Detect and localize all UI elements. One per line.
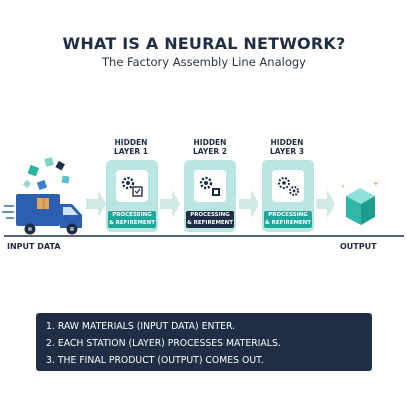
hidden-layer-2-station: PROCESSING& REFIREMENT [184,160,236,232]
step-3: 3. THE FINAL PRODUCT (OUTPUT) COMES OUT. [46,355,264,366]
layer-1-badge: PROCESSING& REFIREMENT [108,211,156,228]
layer-2-processing-icon [194,170,226,202]
flow-arrow-3 [239,190,259,218]
svg-text:✦: ✦ [341,184,345,190]
flow-arrow-1 [86,190,106,218]
page-title: WHAT IS A NEURAL NETWORK? [62,34,346,53]
hidden-layer-3-station: PROCESSING& REFIREMENT [262,160,314,232]
layer-1-processing-icon [116,170,148,202]
hidden-layer-1-station: PROCESSING& REFIREMENT [106,160,158,232]
layer-3-badge: PROCESSING& REFIREMENT [264,211,312,228]
raw-material-cubes-icon [22,157,70,191]
steps-panel: 1. RAW MATERIALS (INPUT DATA) ENTER. 2. … [36,313,372,371]
delivery-truck-icon [2,194,82,235]
flow-arrow-4 [316,190,335,218]
output-label: OUTPUT [340,242,377,251]
step-1: 1. RAW MATERIALS (INPUT DATA) ENTER. [46,321,236,332]
flow-arrows [86,190,335,218]
layer-3-processing-icon [272,170,304,202]
layer-2-badge: PROCESSING& REFIREMENT [186,211,234,228]
input-data-label: INPUT DATA [7,242,61,251]
step-2: 2. EACH STATION (LAYER) PROCESSES MATERI… [46,338,281,349]
svg-text:✦: ✦ [373,180,379,188]
page-subtitle: The Factory Assembly Line Analogy [102,55,306,69]
output-product-cube-icon: ✦ ✦ [341,180,379,225]
flow-arrow-2 [160,190,180,218]
